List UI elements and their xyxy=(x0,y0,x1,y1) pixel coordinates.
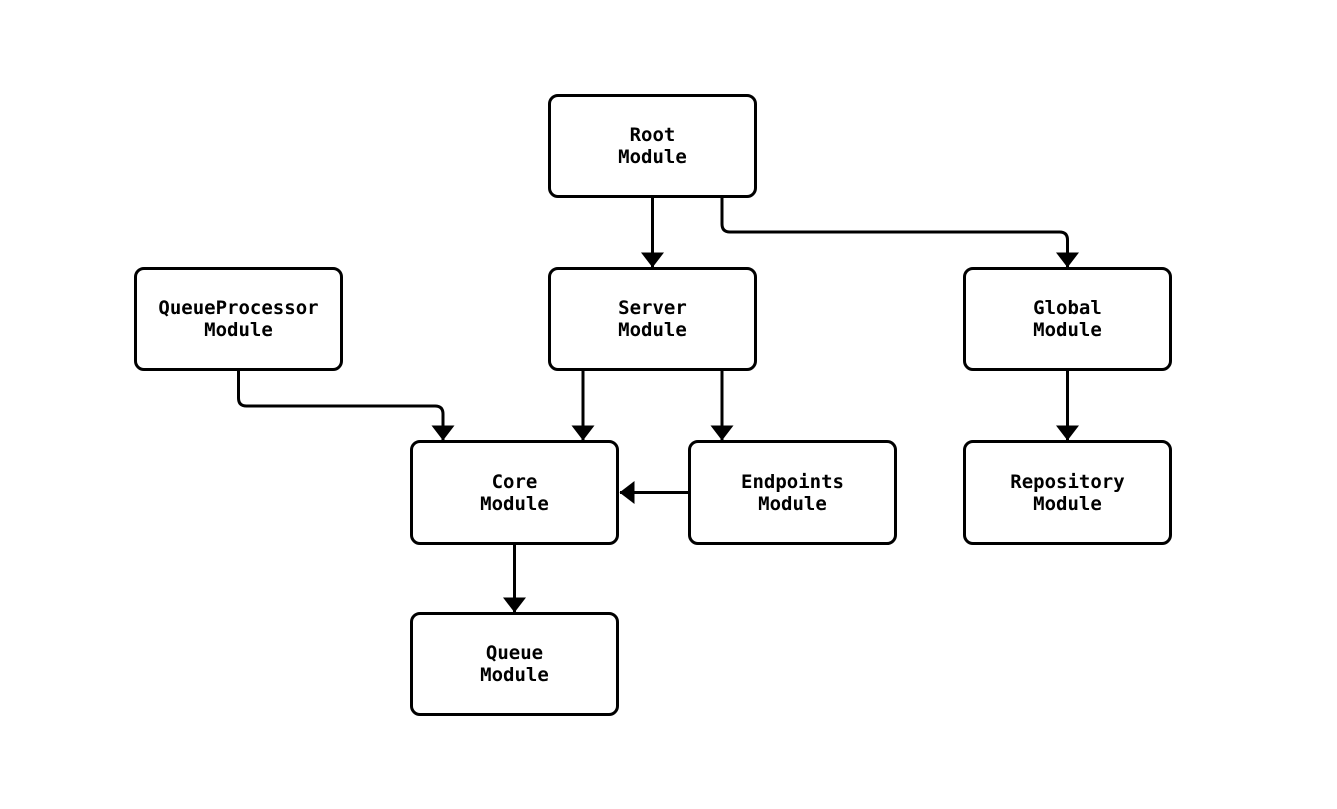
node-label: Module xyxy=(204,319,273,341)
node-label: Repository xyxy=(1010,470,1125,493)
node-label: Module xyxy=(1033,319,1102,341)
node-label: Module xyxy=(480,664,549,686)
edges-group xyxy=(237,198,1079,613)
node-label: Module xyxy=(480,492,549,515)
node-label: Module xyxy=(618,146,687,168)
node-label: Endpoints xyxy=(741,470,844,493)
node-label: Module xyxy=(758,492,827,515)
node-label: Queue xyxy=(485,642,544,664)
edge-root-to-global xyxy=(720,198,1079,268)
node-label: QueueProcessor xyxy=(158,297,319,319)
node-label: Global xyxy=(1033,297,1102,319)
node-label: Root xyxy=(629,124,676,146)
node-label: Module xyxy=(1033,492,1102,515)
edge-queueprocessor-to-core xyxy=(237,371,455,441)
node-label: Server xyxy=(618,297,687,319)
node-label: Module xyxy=(618,319,687,341)
node-label: Core xyxy=(491,470,538,493)
